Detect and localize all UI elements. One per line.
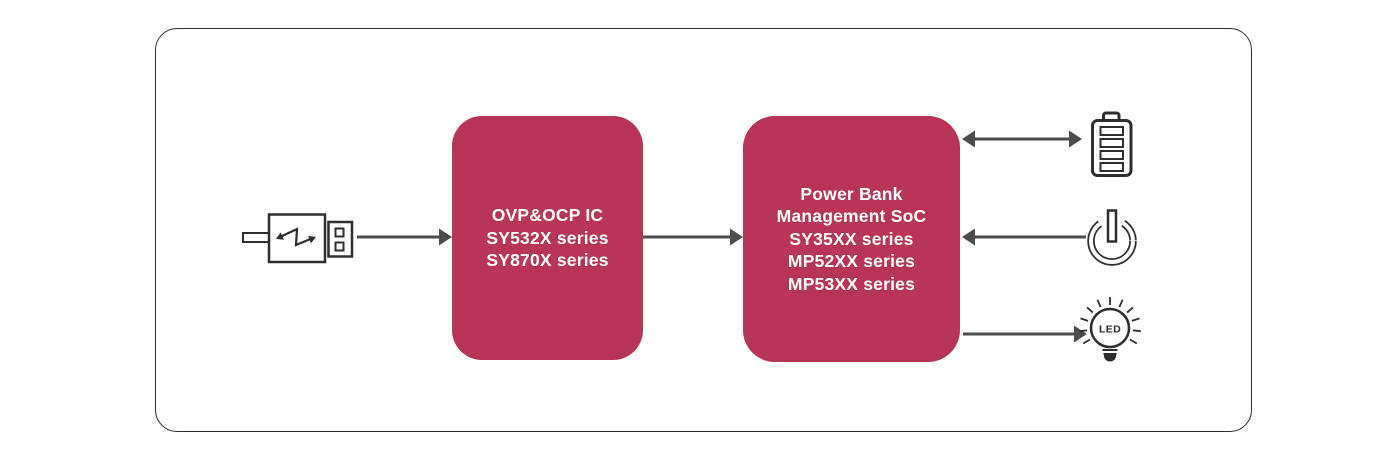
led-bulb-icon: LED <box>1079 297 1141 362</box>
block-line: SY870X series <box>486 250 609 271</box>
block-line: Power Bank <box>800 183 903 204</box>
block-line: SY532X series <box>486 227 609 248</box>
battery-cell-3 <box>1099 150 1124 160</box>
block-power-bank-soc: Power Bank Management SoC SY35XX series … <box>743 116 960 362</box>
battery-cell-1 <box>1099 126 1124 136</box>
arrow-soc-to-led <box>963 325 1087 343</box>
usb-connector <box>327 220 354 258</box>
lightning-bolt-icon <box>276 227 316 247</box>
led-label: LED <box>1099 324 1121 336</box>
arrow-soc-battery-bidirectional <box>962 130 1082 148</box>
block-line: OVP&OCP IC <box>491 205 604 226</box>
led-rays <box>1079 297 1141 345</box>
usb-connector-pin-top <box>334 227 345 238</box>
usb-charger-plug-icon <box>242 213 354 264</box>
arrow-ovp-to-soc <box>643 228 743 246</box>
block-line: MP52XX series <box>787 251 916 272</box>
block-ovp-ocp-ic: OVP&OCP IC SY532X series SY870X series <box>452 116 643 360</box>
battery-cap <box>1102 111 1121 121</box>
usb-connector-pin-bottom <box>334 241 345 252</box>
power-button-bar <box>1106 209 1118 243</box>
block-line: Management SoC <box>776 206 927 227</box>
battery-cell-4 <box>1099 162 1124 172</box>
battery-cell-2 <box>1099 138 1124 148</box>
arrow-power-button-to-soc <box>962 228 1086 246</box>
block-line: SY35XX series <box>789 228 914 249</box>
arrow-usb-to-ovp <box>357 228 452 246</box>
battery-icon <box>1091 111 1133 177</box>
led-base-cap <box>1104 355 1116 362</box>
usb-cable-stub <box>242 232 271 243</box>
diagram-frame <box>155 28 1252 432</box>
block-line: MP53XX series <box>787 273 916 294</box>
led-globe <box>1089 307 1131 349</box>
power-button-icon <box>1087 209 1137 266</box>
